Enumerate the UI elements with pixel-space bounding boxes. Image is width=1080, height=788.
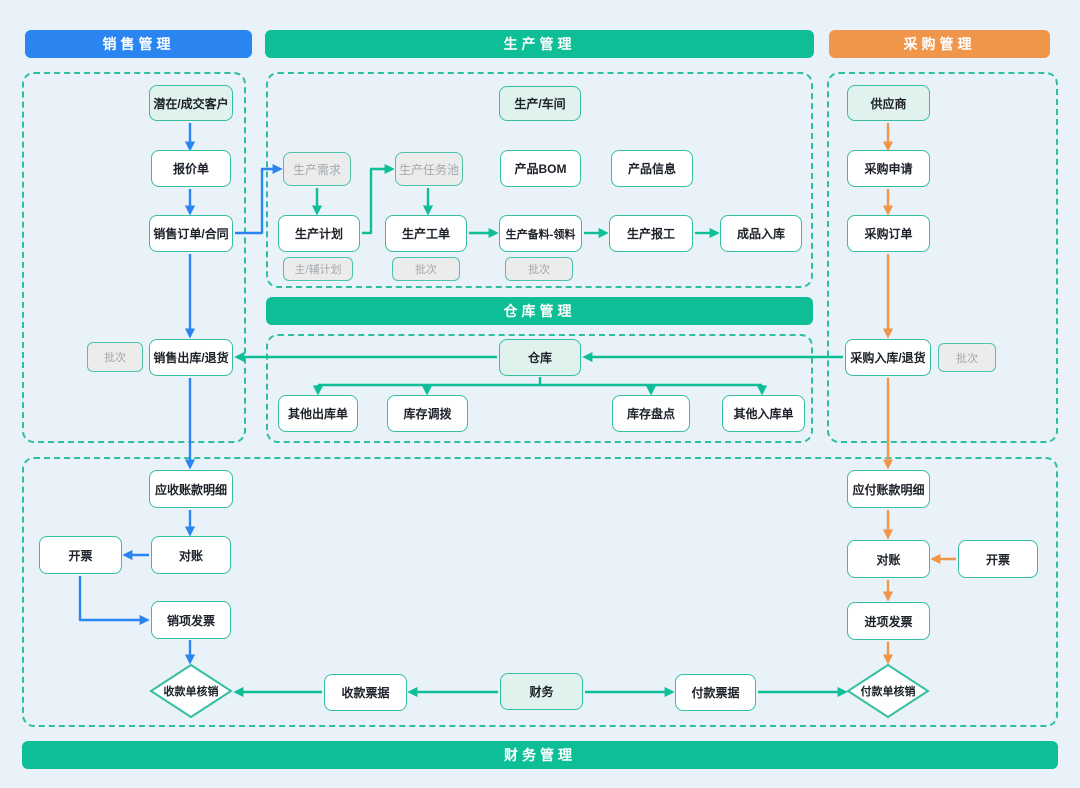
node-purchase-order: 采购订单 [847,215,930,252]
node-work-order: 生产工单 [385,215,467,252]
node-finance: 财务 [500,673,583,710]
node-stocktake: 库存盘点 [612,395,690,432]
node-customer: 潜在/成交客户 [149,85,233,121]
header-production: 生产管理 [265,30,814,58]
node-purchase-invoice: 进项发票 [847,602,930,640]
node-report: 生产报工 [609,215,693,252]
node-receipt-writeoff: 收款单核销 [163,686,219,698]
node-payment-note: 付款票据 [675,674,756,711]
node-purchase-in: 采购入库/退货 [845,339,931,376]
node-ap-detail: 应付账款明细 [847,470,930,508]
finance-section-container [22,457,1058,727]
node-other-out: 其他出库单 [278,395,358,432]
tag-batch-sales: 批次 [87,342,143,372]
node-sales-order: 销售订单/合同 [149,215,233,252]
node-invoice-ar: 开票 [39,536,122,574]
sales-section-container [22,72,246,443]
node-workshop: 生产/车间 [499,86,581,121]
node-finished-in: 成品入库 [720,215,802,252]
purchase-section-container [827,72,1058,443]
node-material: 生产备料-领料 [499,215,582,252]
node-task-pool: 生产任务池 [395,152,463,186]
node-other-in: 其他入库单 [722,395,805,432]
node-recon-ar: 对账 [151,536,231,574]
node-payment-writeoff: 付款单核销 [860,686,916,698]
node-transfer: 库存调拨 [387,395,468,432]
node-recon-ap: 对账 [847,540,930,578]
header-sales: 销售管理 [25,30,252,58]
header-finance: 财务管理 [22,741,1058,769]
node-prod-demand: 生产需求 [283,152,351,186]
node-warehouse: 仓库 [499,339,581,376]
node-sales-out: 销售出库/退货 [149,339,233,376]
node-ar-detail: 应收账款明细 [149,470,233,508]
tag-batch-work-order: 批次 [392,257,460,281]
tag-batch-purchase: 批次 [938,343,996,372]
warehouse-section-container [266,334,813,443]
tag-plan: 主/辅计划 [283,257,353,281]
node-receipt-note: 收款票据 [324,674,407,711]
node-supplier: 供应商 [847,85,930,121]
node-prod-plan: 生产计划 [278,215,360,252]
node-quote: 报价单 [151,150,231,187]
node-prod-info: 产品信息 [611,150,693,187]
node-sales-invoice: 销项发票 [151,601,231,639]
header-warehouse: 仓库管理 [266,297,813,325]
node-purchase-request: 采购申请 [847,150,930,187]
tag-batch-material: 批次 [505,257,573,281]
header-purchase: 采购管理 [829,30,1050,58]
node-invoice-ap: 开票 [958,540,1038,578]
node-bom: 产品BOM [500,150,581,187]
